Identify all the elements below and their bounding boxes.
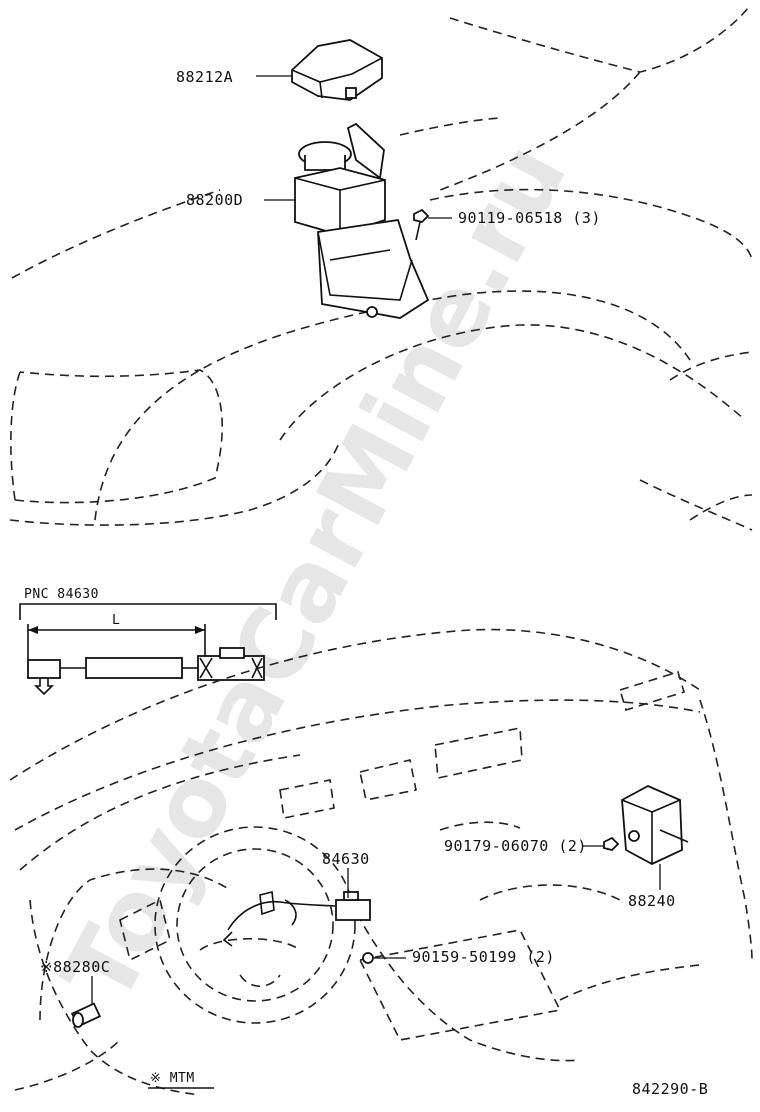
- bolt-90119-icon: [413, 208, 430, 241]
- label-88200d: 88200D: [186, 191, 243, 209]
- pnc-callout-box: [19, 603, 277, 620]
- dashboard-outline: [9, 628, 753, 1096]
- part-88200d-actuator: [294, 122, 430, 319]
- part-88280c-switch: [70, 1002, 102, 1028]
- label-length: L: [112, 613, 120, 628]
- diagram-id: 842290-B: [632, 1080, 708, 1098]
- label-88212a: 88212A: [176, 68, 233, 86]
- watermark-text: ToyotaCarMine.ru: [41, 125, 588, 1020]
- label-90159: 90159-50199 (2): [412, 948, 555, 966]
- label-90119: 90119-06518 (3): [458, 209, 601, 227]
- screw-90179-icon: [603, 836, 620, 851]
- part-84630-harness: [222, 891, 371, 947]
- part-88212a-cover: [291, 39, 383, 101]
- label-84630: 84630: [322, 850, 370, 868]
- label-mtm: ※ MTM: [150, 1071, 195, 1086]
- label-88240: 88240: [628, 892, 676, 910]
- label-88280c: ※88280C: [40, 958, 110, 976]
- part-88240-module: [621, 784, 689, 866]
- steering-wheel-outline: [154, 826, 356, 1024]
- vehicle-body-outline: [9, 7, 753, 531]
- clip-90159-icon: [362, 952, 374, 964]
- label-pnc: PNC 84630: [24, 587, 99, 602]
- length-dimension: [27, 624, 206, 660]
- label-90179: 90179-06070 (2): [444, 837, 587, 855]
